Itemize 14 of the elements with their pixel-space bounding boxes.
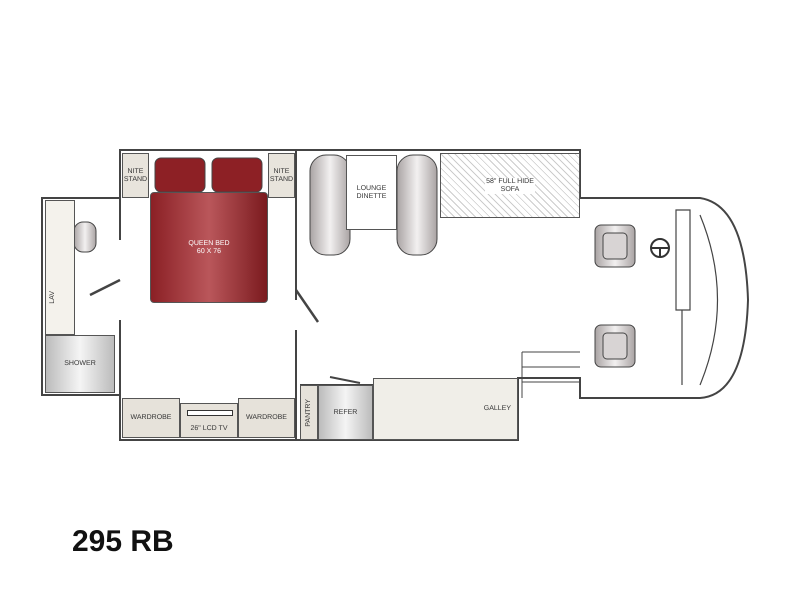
model-title: 295 RB (72, 525, 174, 559)
refrigerator (318, 385, 373, 440)
dinette-table (346, 155, 397, 230)
sofa (440, 153, 580, 218)
nightstand (268, 153, 295, 198)
lavatory-counter (45, 200, 75, 335)
queen-bed (150, 192, 268, 303)
tv-cabinet (180, 403, 238, 438)
wardrobe-cabinet (238, 398, 295, 438)
galley-counter (373, 378, 518, 440)
pantry-cabinet (300, 385, 318, 440)
shower-stall (45, 335, 115, 393)
nightstand (122, 153, 149, 198)
wardrobe-cabinet (122, 398, 180, 438)
